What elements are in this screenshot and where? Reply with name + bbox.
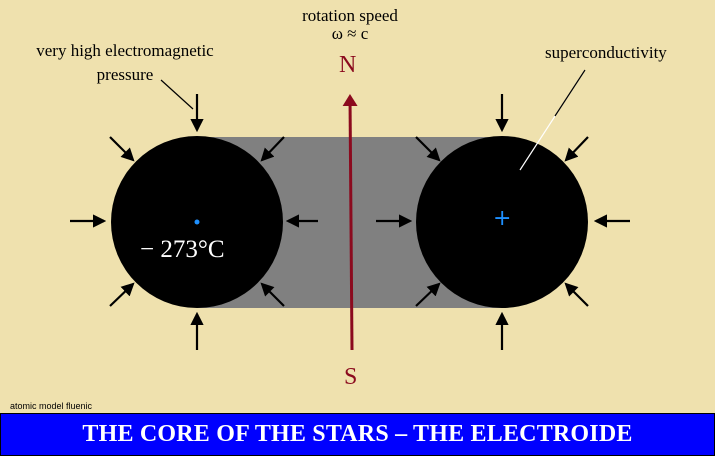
rotation-axis-arrow — [342, 94, 358, 351]
rotation-speed-text: rotation speed — [302, 6, 398, 25]
arrow-top-left — [415, 136, 441, 162]
omega-c-text: ω ≈ c — [331, 24, 369, 43]
arrow-bottom-left — [109, 282, 135, 307]
plus-sign-marker: + — [493, 206, 512, 231]
credit-text: atomic model fluenic — [10, 401, 93, 411]
footer-banner: THE CORE OF THE STARS – THE ELECTROIDE — [0, 413, 715, 456]
pressure-leader-line — [160, 79, 194, 110]
pressure-label-line1: very high electromagnetic — [36, 41, 214, 60]
left-core-center-dot — [194, 219, 200, 225]
superconductivity-leader-line — [554, 69, 586, 117]
arrow-top-right — [564, 136, 589, 162]
south-pole-label: S — [344, 364, 358, 390]
arrow-bottom-right — [260, 282, 285, 307]
temperature-label: − 273°C — [140, 236, 225, 263]
arrow-top-left — [109, 136, 135, 162]
footer-title: THE CORE OF THE STARS – THE ELECTROIDE — [82, 421, 633, 447]
pressure-label: very high electromagnetic pressure — [5, 39, 245, 87]
north-pole-label: N — [339, 52, 357, 78]
superconductivity-label: superconductivity — [545, 43, 667, 62]
arrow-bottom-right — [564, 282, 589, 307]
arrow-bottom-left — [415, 282, 441, 307]
arrow-top-right — [260, 136, 285, 162]
left-core-pressure-arrows — [70, 94, 318, 350]
right-core-pressure-arrows — [376, 94, 630, 350]
right-core — [416, 136, 588, 308]
rotation-speed-label: rotation speed ω ≈ c — [280, 7, 420, 43]
pressure-label-line2: pressure — [96, 65, 154, 84]
